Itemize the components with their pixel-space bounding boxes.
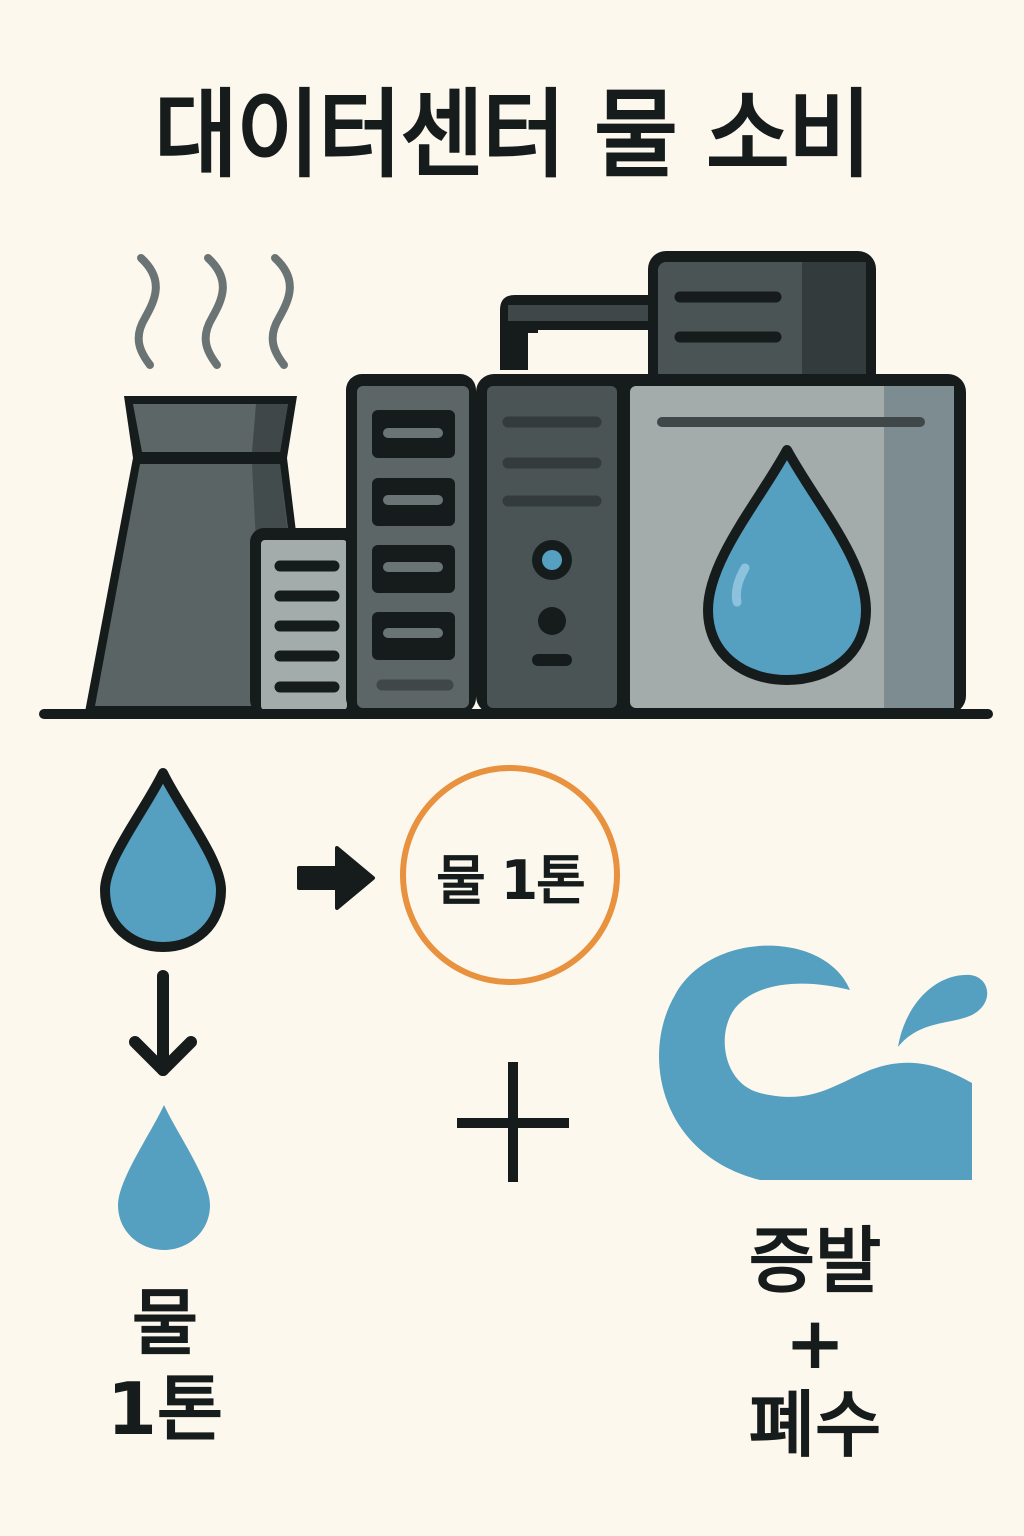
rooftop-unit-icon xyxy=(648,251,876,392)
wave-label-line2: + xyxy=(784,1301,846,1385)
water-1-ton-circle: 물 1톤 xyxy=(400,765,620,985)
output-label-line2: 1톤 xyxy=(106,1367,224,1451)
water-drop-icon xyxy=(703,445,871,685)
data-center-illustration xyxy=(39,251,993,719)
arrow-right-icon xyxy=(297,846,375,910)
steam-icon xyxy=(134,254,294,369)
page-title: 대이터센터 물 소비 xyxy=(154,79,872,191)
output-label-line1: 물 xyxy=(131,1281,199,1365)
server-block-icon xyxy=(476,374,966,714)
input-water-drop-icon xyxy=(100,768,226,952)
circle-label-text: 물 1톤 xyxy=(436,848,586,912)
evaporation-wastewater-label: 증발 + 폐수 xyxy=(700,1220,930,1466)
output-water-drop-icon xyxy=(118,1105,210,1250)
output-water-label: 물 1톤 xyxy=(90,1280,240,1452)
wave-icon xyxy=(659,945,988,1180)
plus-icon xyxy=(457,1062,569,1182)
arrow-down-icon xyxy=(129,970,197,1076)
pipe-icon xyxy=(500,295,660,373)
server-rack-icon xyxy=(346,374,476,714)
wave-label-line3: 폐수 xyxy=(748,1383,882,1467)
vent-unit-icon xyxy=(250,528,360,714)
wave-label-line1: 증발 xyxy=(748,1219,882,1303)
